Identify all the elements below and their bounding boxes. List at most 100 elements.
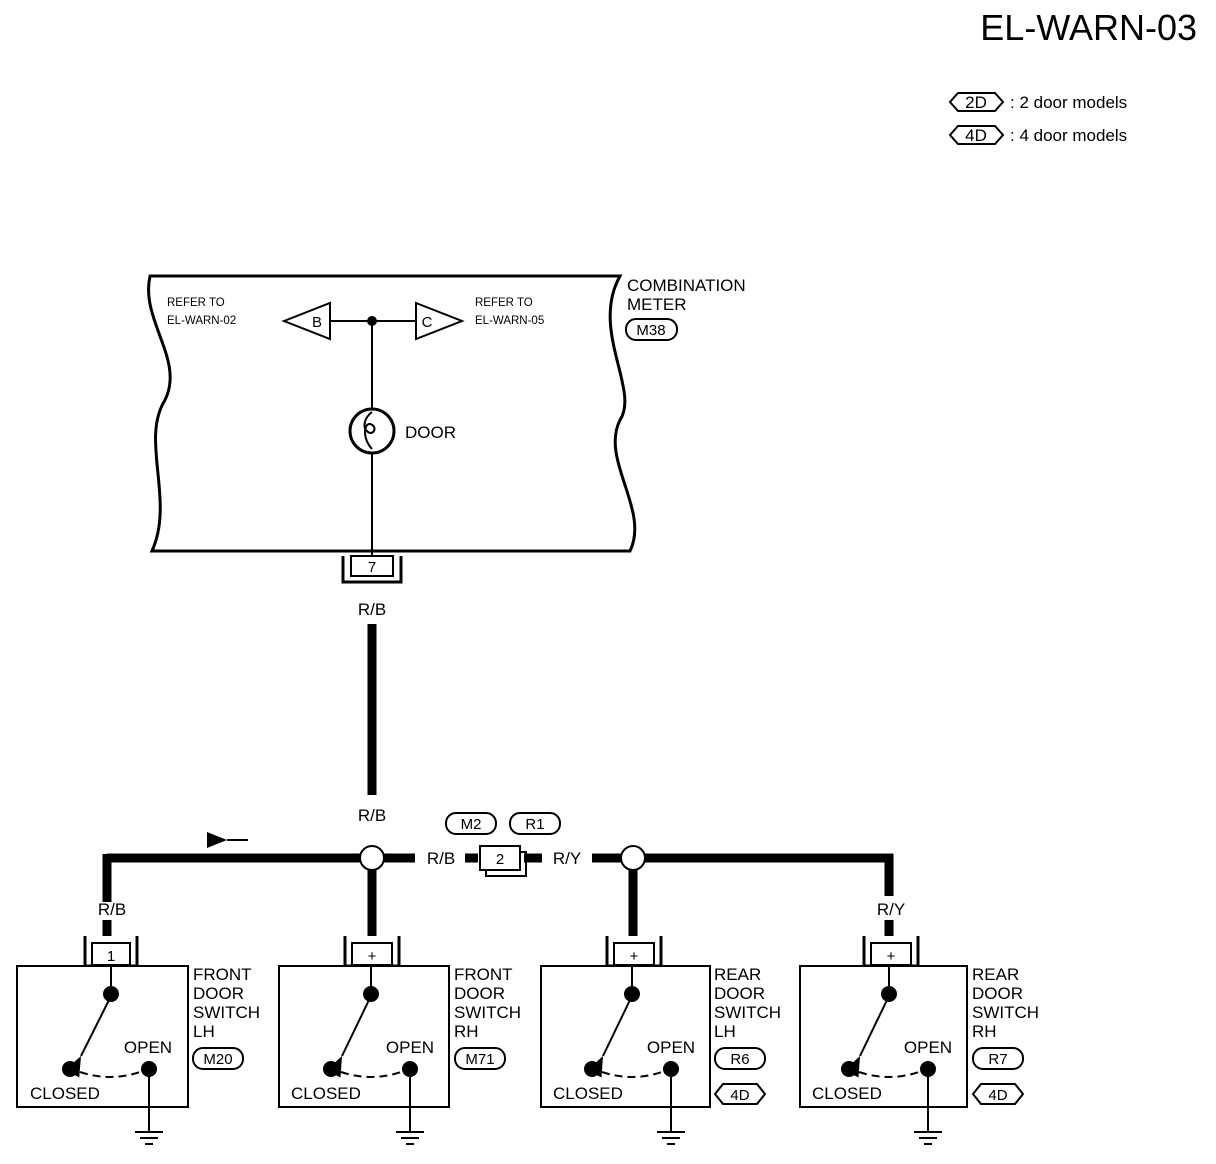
open-contact-icon bbox=[402, 1061, 418, 1077]
closed-contact-icon bbox=[584, 1061, 600, 1077]
rear-door-switch-lh: + OPEN CLOSED REAR DOOR SWITCH LH R6 4D bbox=[540, 936, 781, 1145]
switch-body bbox=[16, 965, 189, 1108]
legend-text: : 4 door models bbox=[1010, 126, 1127, 145]
ground-icon bbox=[135, 1131, 163, 1145]
switch-name: SWITCH bbox=[972, 1003, 1039, 1022]
open-contact-icon bbox=[920, 1061, 936, 1077]
connector-tag-icon bbox=[192, 1047, 244, 1070]
switch-name: SWITCH bbox=[193, 1003, 260, 1022]
front-door-switch-rh: + OPEN CLOSED FRONT DOOR SWITCH RH M71 bbox=[278, 936, 521, 1145]
meter-outline bbox=[147, 274, 637, 553]
switch-name: SWITCH bbox=[714, 1003, 781, 1022]
switch-pivot-icon bbox=[624, 986, 640, 1002]
connector-tag-icon bbox=[454, 1047, 506, 1070]
closed-contact-icon bbox=[62, 1061, 78, 1077]
open-contact-icon bbox=[141, 1061, 157, 1077]
lamp-label: DOOR bbox=[405, 423, 456, 442]
switch-body bbox=[278, 965, 450, 1108]
model-tag-icon bbox=[713, 1083, 767, 1105]
legend-code: 4D bbox=[965, 126, 987, 145]
front-door-switch-lh: 1 OPEN CLOSED FRONT DOOR SWITCH LH M20 bbox=[16, 936, 260, 1145]
open-label: OPEN bbox=[904, 1038, 952, 1057]
switch-name: DOOR bbox=[454, 984, 505, 1003]
joint-connector-pin: 2 bbox=[496, 851, 504, 868]
meter-connector-id: M38 bbox=[636, 322, 665, 339]
connector-tag-icon bbox=[714, 1047, 766, 1070]
door-lamp-icon bbox=[348, 407, 396, 455]
switch-name: RH bbox=[972, 1022, 997, 1041]
wire-color-label: R/Y bbox=[877, 900, 905, 919]
ref-right-text: EL-WARN-05 bbox=[475, 315, 544, 327]
switch-pin: 1 bbox=[107, 948, 115, 965]
switch-contact-icon bbox=[587, 999, 631, 1078]
splice-icon bbox=[620, 845, 646, 871]
rear-door-switch-rh: + OPEN CLOSED REAR DOOR SWITCH RH R7 4D bbox=[799, 936, 1039, 1145]
closed-label: CLOSED bbox=[812, 1084, 882, 1103]
ground-icon bbox=[914, 1131, 942, 1145]
ref-right-letter: C bbox=[422, 314, 433, 331]
switch-connector-id: M71 bbox=[465, 1051, 494, 1068]
open-label: OPEN bbox=[386, 1038, 434, 1057]
switch-name: FRONT bbox=[193, 965, 252, 984]
switch-name: SWITCH bbox=[454, 1003, 521, 1022]
switch-pin: + bbox=[368, 948, 377, 965]
joint-connector-id: R1 bbox=[525, 816, 544, 833]
switch-pivot-icon bbox=[363, 986, 379, 1002]
open-contact-icon bbox=[663, 1061, 679, 1077]
joint-connector: M2 R1 2 bbox=[445, 812, 561, 877]
joint-connector-id: M2 bbox=[461, 816, 482, 833]
wire-color-label: R/Y bbox=[553, 849, 581, 868]
legend-item-4d: 4D : 4 door models bbox=[948, 125, 1127, 145]
connector-tag-icon bbox=[509, 812, 561, 835]
switch-name: FRONT bbox=[454, 965, 513, 984]
open-label: OPEN bbox=[647, 1038, 695, 1057]
switch-pivot-icon bbox=[103, 986, 119, 1002]
page-title: EL-WARN-03 bbox=[980, 7, 1197, 48]
closed-label: CLOSED bbox=[291, 1084, 361, 1103]
connector-tag-icon bbox=[445, 812, 497, 835]
model-tag-icon bbox=[948, 125, 1005, 145]
switch-connector-id: R6 bbox=[730, 1051, 749, 1068]
connector-tag-icon bbox=[625, 318, 678, 341]
switch-contact-icon bbox=[326, 999, 370, 1078]
switch-name: DOOR bbox=[193, 984, 244, 1003]
meter-name: METER bbox=[627, 295, 687, 314]
legend: 2D : 2 door models 4D : 4 door models bbox=[948, 92, 1127, 145]
switch-name: RH bbox=[454, 1022, 479, 1041]
model-tag-icon bbox=[948, 92, 1005, 112]
closed-contact-icon bbox=[841, 1061, 857, 1077]
connector-tag-icon bbox=[972, 1047, 1024, 1070]
wire-color-label: R/B bbox=[358, 806, 386, 825]
open-label: OPEN bbox=[124, 1038, 172, 1057]
ground-icon bbox=[657, 1131, 685, 1145]
ground-icon bbox=[396, 1131, 424, 1145]
legend-code: 2D bbox=[965, 93, 987, 112]
wire-color-label: R/B bbox=[98, 900, 126, 919]
ref-left-text: EL-WARN-02 bbox=[167, 315, 236, 327]
model-tag-icon bbox=[971, 1083, 1025, 1105]
combination-meter: COMBINATION METER M38 REFER TO EL-WARN-0… bbox=[147, 274, 746, 556]
splice-icon bbox=[359, 845, 385, 871]
switch-name: REAR bbox=[972, 965, 1019, 984]
legend-item-2d: 2D : 2 door models bbox=[948, 92, 1127, 112]
ref-right-text: REFER TO bbox=[475, 297, 533, 309]
switch-contact-icon bbox=[844, 999, 888, 1078]
switch-name: DOOR bbox=[972, 984, 1023, 1003]
switch-pin: + bbox=[630, 948, 639, 965]
switch-connector-id: R7 bbox=[988, 1051, 1007, 1068]
switch-pivot-icon bbox=[881, 986, 897, 1002]
switch-name: LH bbox=[714, 1022, 736, 1041]
model-tag: 4D bbox=[730, 1087, 749, 1104]
switch-name: LH bbox=[193, 1022, 215, 1041]
wire-color-label: R/B bbox=[358, 600, 386, 619]
ref-left-text: REFER TO bbox=[167, 297, 225, 309]
switch-name: DOOR bbox=[714, 984, 765, 1003]
switch-pin: + bbox=[887, 948, 896, 965]
closed-label: CLOSED bbox=[30, 1084, 100, 1103]
legend-text: : 2 door models bbox=[1010, 93, 1127, 112]
lamp-filament-icon bbox=[363, 411, 376, 450]
wire-color-label: R/B bbox=[427, 849, 455, 868]
switch-connector-id: M20 bbox=[203, 1051, 232, 1068]
model-tag: 4D bbox=[988, 1087, 1007, 1104]
